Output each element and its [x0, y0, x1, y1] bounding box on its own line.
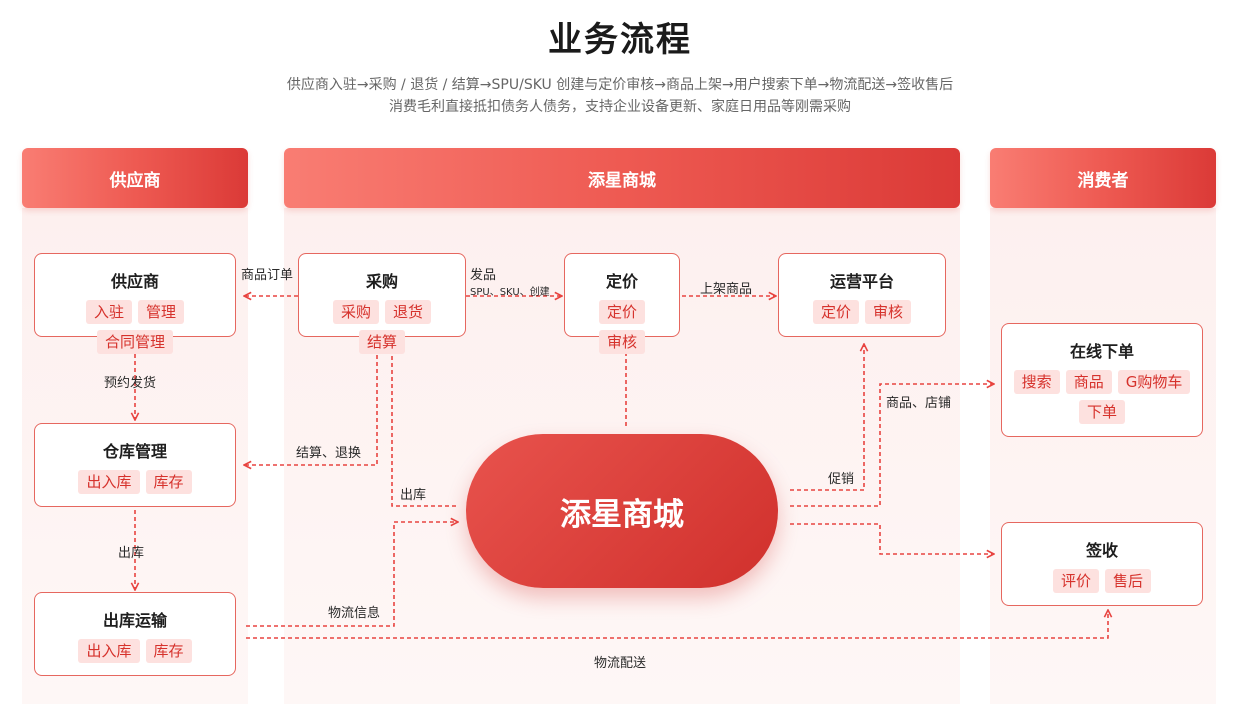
node-receipt-title: 签收 [1085, 541, 1118, 560]
node-supplier-title: 供应商 [110, 272, 159, 291]
label-create-items: SPU、SKU、创建 [470, 287, 550, 298]
label-outbound-mall: 出库 [400, 488, 427, 503]
label-logistics-delivery: 物流配送 [594, 656, 647, 671]
tag-review: 审核 [598, 330, 645, 354]
page-subtitle-flow: 供应商入驻→采购 / 退货 / 结算→SPU/SKU 创建与定价审核→商品上架→… [286, 77, 954, 93]
node-receipt: 签收 评价 售后 [1001, 522, 1203, 606]
label-promotion: 促销 [828, 472, 855, 487]
node-warehouse-title: 仓库管理 [102, 442, 167, 461]
node-mall-hub: 添星商城 [466, 434, 778, 588]
node-order-title: 在线下单 [1069, 342, 1134, 361]
tag-purchase: 采购 [332, 300, 379, 324]
tag-stock: 库存 [145, 639, 192, 663]
tag-contract: 合同管理 [96, 330, 173, 354]
edge-outbound-to-purchase [392, 344, 456, 507]
tag-search: 搜索 [1013, 370, 1060, 394]
node-shipping-title: 出库运输 [102, 611, 167, 630]
tag-stock: 库存 [145, 470, 192, 494]
label-settle-return: 结算、退换 [296, 446, 362, 461]
supplier-column-header: 供应商 [22, 148, 248, 208]
mall-column-header: 添星商城 [284, 148, 960, 208]
edge-shipping-to-hub [246, 522, 458, 627]
tag-place-order: 下单 [1078, 400, 1125, 424]
tag-settle: 结算 [358, 330, 405, 354]
node-purchase-title: 采购 [365, 272, 398, 291]
tag-goods: 商品 [1065, 370, 1112, 394]
node-purchase: 采购 采购 退货 结算 [298, 253, 466, 354]
label-logistics-info: 物流信息 [328, 606, 381, 621]
label-ship-goods: 发品 [470, 268, 497, 283]
page-subtitle-note: 消费毛利直接抵扣债务人债务，支持企业设备更新、家庭日用品等刚需采购 [389, 99, 851, 115]
label-reserve-ship: 预约发货 [104, 376, 157, 391]
tag-onboard: 入驻 [85, 300, 132, 324]
edge-hub-to-order [790, 384, 994, 507]
node-pricing-title: 定价 [605, 272, 638, 291]
node-warehouse: 仓库管理 出入库 库存 [34, 423, 236, 507]
tag-review: 审核 [865, 300, 912, 324]
node-operation: 运营平台 定价 审核 [778, 253, 946, 337]
edge-hub-to-receipt [790, 523, 994, 554]
node-operation-title: 运营平台 [829, 272, 894, 291]
label-goods-store: 商品、店铺 [886, 396, 952, 411]
tag-price: 定价 [598, 300, 645, 324]
edge-hub-to-operation [790, 344, 864, 491]
tag-manage: 管理 [138, 300, 185, 324]
node-shipping: 出库运输 出入库 库存 [34, 592, 236, 676]
tag-review: 评价 [1052, 569, 1099, 593]
page-title: 业务流程 [548, 20, 692, 60]
tag-aftersale: 售后 [1105, 569, 1152, 593]
tag-return: 退货 [385, 300, 432, 324]
consumer-column-panel [990, 208, 1216, 704]
tag-inout: 出入库 [78, 639, 140, 663]
edge-purchase-to-warehouse [244, 348, 378, 465]
label-list-goods: 上架商品 [700, 282, 753, 297]
consumer-column-header: 消费者 [990, 148, 1216, 208]
label-outbound: 出库 [118, 546, 145, 561]
node-supplier: 供应商 入驻 管理 合同管理 [34, 253, 236, 354]
node-pricing: 定价 定价 审核 [564, 253, 680, 354]
label-product-order: 商品订单 [241, 268, 294, 283]
tag-cart: G购物车 [1117, 370, 1191, 394]
tag-inout: 出入库 [78, 470, 140, 494]
node-order: 在线下单 搜索 商品 G购物车 下单 [1001, 323, 1203, 437]
tag-price: 定价 [812, 300, 859, 324]
edge-shipping-to-receipt [246, 610, 1108, 639]
